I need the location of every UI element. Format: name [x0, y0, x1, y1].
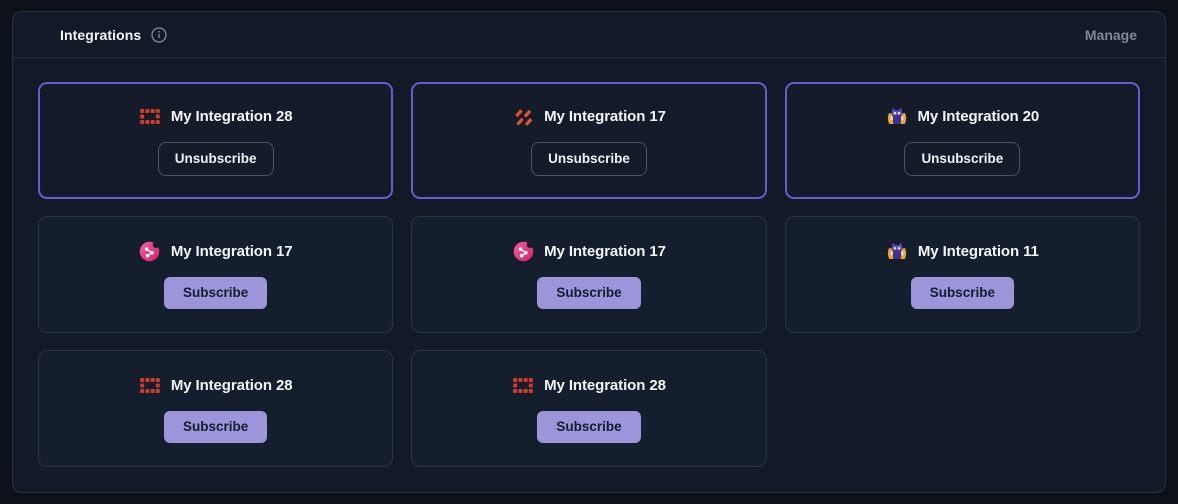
integration-title: My Integration 20: [917, 107, 1040, 125]
integration-card: My Integration 28 Subscribe: [411, 350, 767, 467]
card-title-row: My Integration 17: [512, 105, 666, 127]
unsubscribe-button[interactable]: Unsubscribe: [531, 142, 647, 176]
panel-header: Integrations Manage: [13, 12, 1165, 58]
card-title-row: My Integration 20: [886, 105, 1040, 127]
card-title-row: My Integration 28: [512, 374, 666, 396]
red-grid-logo-icon: [139, 374, 161, 396]
pink-share-logo-icon: [512, 240, 534, 262]
info-icon[interactable]: [151, 26, 167, 43]
integration-card: My Integration 20 Unsubscribe: [784, 82, 1140, 199]
integration-title: My Integration 17: [544, 242, 666, 260]
integration-title: My Integration 28: [544, 376, 666, 394]
red-grid-logo-icon: [512, 374, 534, 396]
subscribe-button[interactable]: Subscribe: [537, 411, 641, 443]
card-title-row: My Integration 11: [886, 240, 1039, 262]
card-title-row: My Integration 17: [512, 240, 666, 262]
integration-card: My Integration 17 Subscribe: [411, 216, 767, 333]
manage-button[interactable]: Manage: [1084, 26, 1137, 43]
unsubscribe-button[interactable]: Unsubscribe: [157, 142, 274, 176]
subscribe-button[interactable]: Subscribe: [910, 277, 1014, 309]
orange-slashes-logo-icon: [512, 105, 534, 127]
integration-card: My Integration 17 Subscribe: [38, 216, 394, 333]
subscribe-button[interactable]: Subscribe: [164, 277, 268, 309]
unsubscribe-button[interactable]: Unsubscribe: [904, 142, 1021, 176]
integration-title: My Integration 17: [170, 242, 293, 260]
card-title-row: My Integration 17: [139, 240, 293, 262]
card-title-row: My Integration 28: [139, 374, 293, 396]
integrations-grid: My Integration 28 Unsubscribe My Integra…: [13, 58, 1165, 494]
integration-title: My Integration 11: [917, 242, 1039, 260]
integration-title: My Integration 17: [544, 107, 666, 125]
card-title-row: My Integration 28: [139, 105, 293, 127]
purple-mascot-logo-icon: [886, 240, 908, 262]
subscribe-button[interactable]: Subscribe: [164, 411, 268, 443]
integration-card: My Integration 17 Unsubscribe: [411, 82, 767, 199]
integration-title: My Integration 28: [170, 376, 293, 394]
integration-card: My Integration 28 Unsubscribe: [38, 82, 394, 199]
integration-card: My Integration 28 Subscribe: [38, 350, 394, 467]
panel-title: Integrations: [60, 26, 142, 43]
integration-title: My Integration 28: [170, 107, 293, 125]
pink-share-logo-icon: [139, 240, 161, 262]
integration-card: My Integration 11 Subscribe: [784, 216, 1140, 333]
integrations-panel: Integrations Manage My Integration 28 Un…: [12, 11, 1166, 493]
purple-mascot-logo-icon: [886, 105, 908, 127]
red-grid-logo-icon: [139, 105, 161, 127]
subscribe-button[interactable]: Subscribe: [537, 277, 641, 309]
